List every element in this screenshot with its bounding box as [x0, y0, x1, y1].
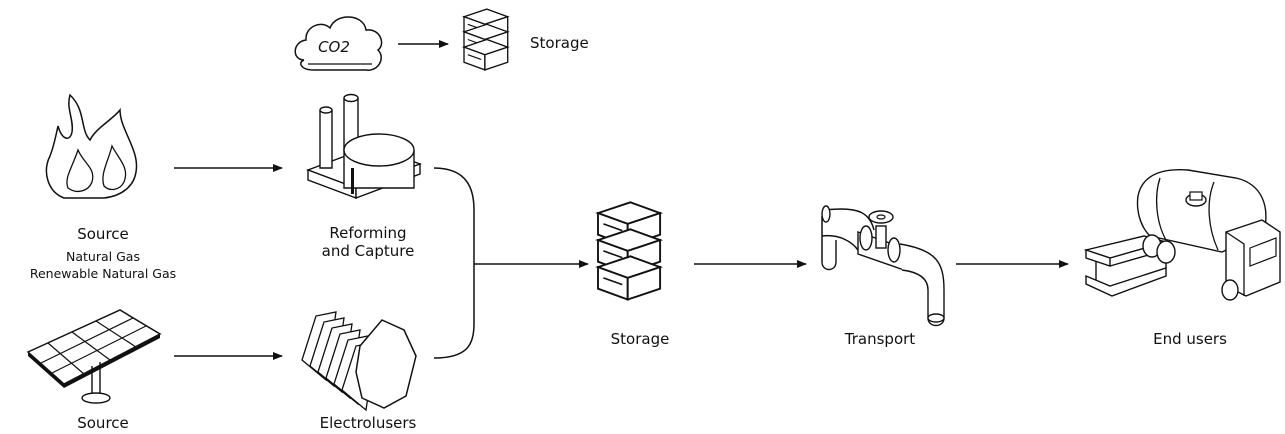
storage-label: Storage: [610, 330, 670, 348]
source-gas-line1: Natural Gas: [66, 249, 140, 264]
reforming-label-line1: Reforming: [329, 224, 407, 242]
solar-panel-icon: [26, 309, 162, 404]
tanker-truck-icon: [1136, 169, 1281, 301]
merge-bracket: [433, 167, 475, 359]
reforming-label-line2: and Capture: [321, 242, 415, 260]
source-gas-title: Source: [77, 225, 129, 243]
co2-cloud-icon: CO2: [294, 16, 383, 71]
transport-label: Transport: [844, 330, 916, 348]
svg-text:CO2: CO2: [318, 38, 350, 56]
co2-storage-icon: [463, 8, 509, 71]
source-gas-line2: Renewable Natural Gas: [29, 266, 177, 281]
end-users-label: End users: [1153, 330, 1227, 348]
electrolyser-stack-icon: [301, 311, 417, 412]
source-solar-title: Source: [77, 414, 129, 432]
co2-storage-label: Storage: [530, 34, 589, 52]
flame-icon: [45, 93, 138, 199]
reforming-plant-icon: [306, 93, 422, 200]
electrolysers-label: Electrolusers: [319, 414, 417, 432]
storage-icon: [597, 201, 662, 301]
pipeline-valve-icon: [821, 205, 945, 327]
